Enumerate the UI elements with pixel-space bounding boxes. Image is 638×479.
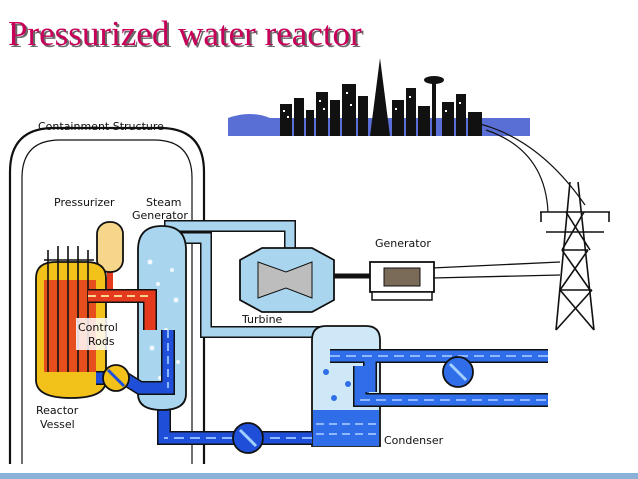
feedwater-pipe: [157, 398, 312, 454]
label-turbine: Turbine: [241, 313, 283, 326]
generator: [369, 261, 435, 301]
power-line: [479, 123, 586, 206]
label-control-rods-line1: Control: [78, 321, 118, 334]
label-pressurizer: Pressurizer: [54, 196, 115, 209]
primary-coolant-loop: [88, 289, 175, 395]
transmission-tower-icon: [540, 181, 610, 331]
label-reactor-vessel-line1: Reactor: [36, 404, 79, 417]
turbine: [239, 247, 372, 313]
power-line: [485, 129, 549, 213]
label-steam-generator-line2: Generator: [132, 209, 188, 222]
cooling-water-loop: [330, 349, 548, 407]
label-control-rods-line2: Rods: [88, 335, 115, 348]
label-condenser: Condenser: [384, 434, 444, 447]
label-reactor-vessel-line2: Vessel: [40, 418, 75, 431]
label-generator: Generator: [375, 237, 431, 250]
label-steam-generator-line1: Steam: [146, 196, 182, 209]
control-rods: [44, 246, 94, 372]
page-title: Pressurized water reactor: [8, 14, 362, 53]
city-skyline-icon: [228, 58, 530, 136]
bottom-band: [0, 473, 638, 479]
power-line: [431, 274, 561, 279]
label-containment: Containment Structure: [38, 120, 164, 133]
power-line: [431, 261, 561, 269]
